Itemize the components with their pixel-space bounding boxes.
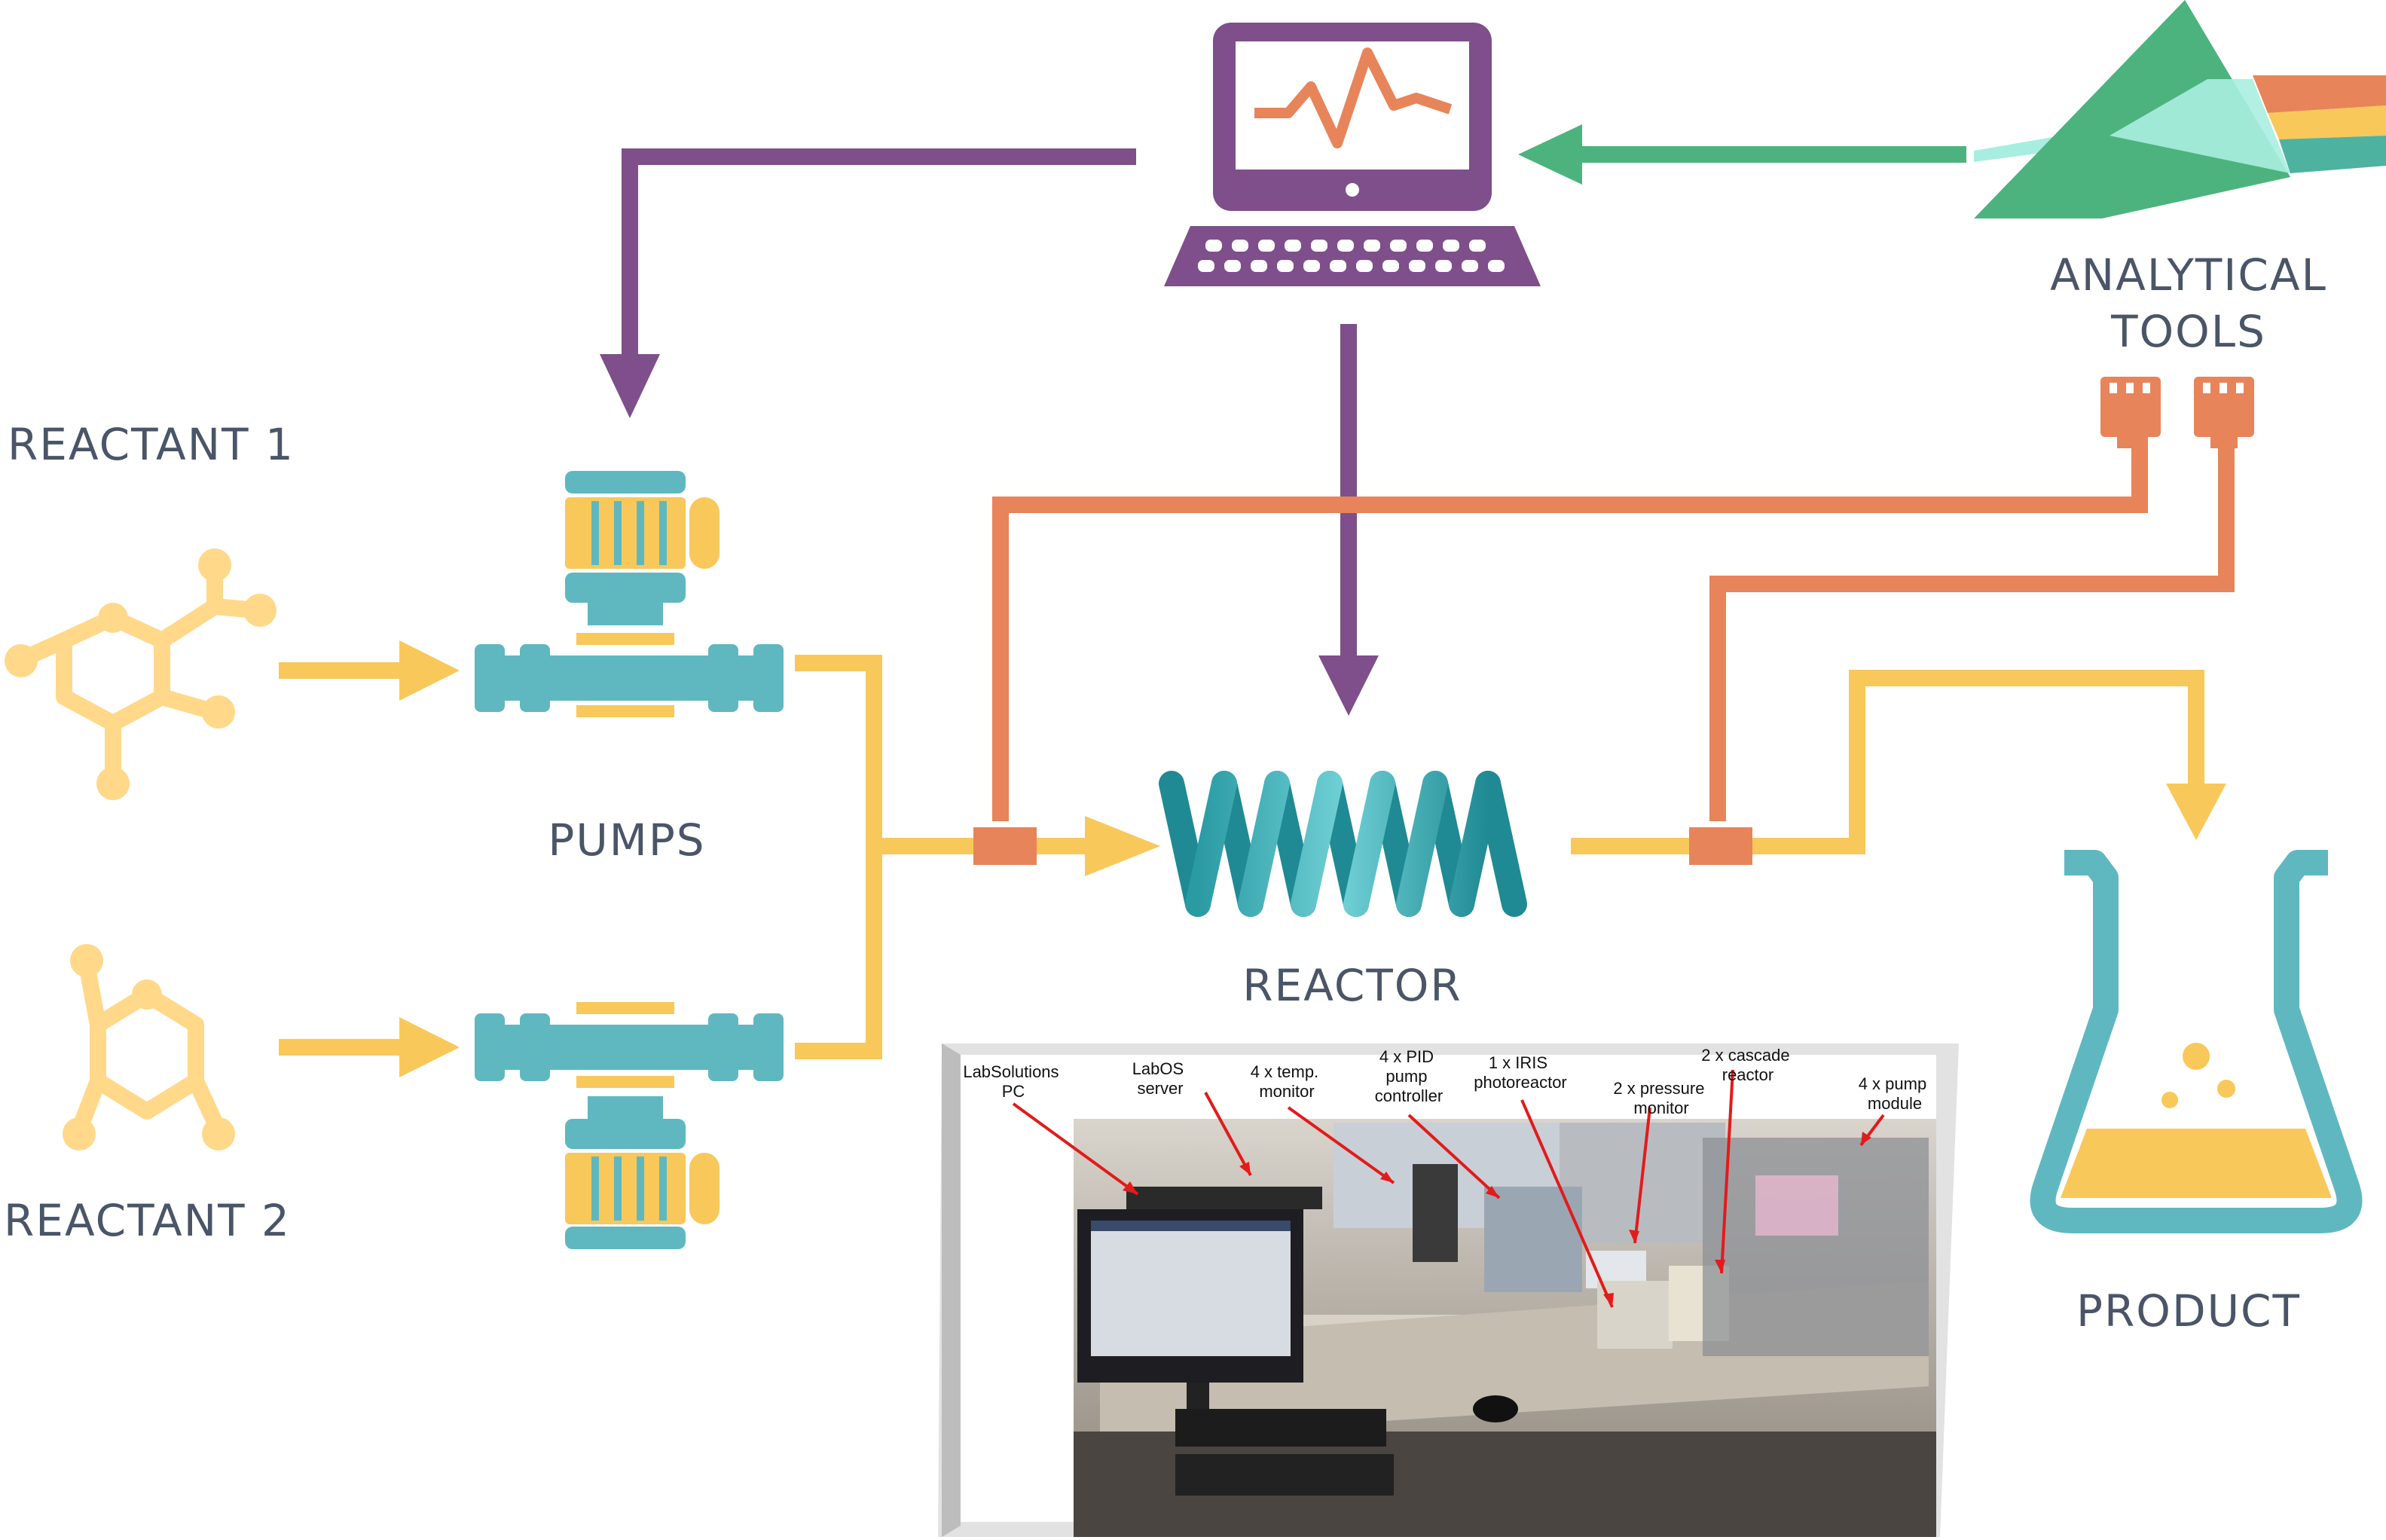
molecule-atoms-reactant2: [63, 944, 235, 1150]
pumps-label: PUMPS: [548, 814, 705, 866]
erlenmeyer-flask-icon: [2030, 850, 2363, 1233]
lab-setup-photo: [1074, 1119, 1936, 1537]
reactor-label: REACTOR: [1242, 960, 1462, 1011]
annotation-labos-server: LabOS server: [1132, 1059, 1189, 1098]
orange-sampling-lines: [992, 433, 2235, 821]
pump-icon-top: [475, 471, 784, 717]
reactant1-label: REACTANT 1: [8, 419, 295, 470]
yellow-arrowheads: [399, 640, 2226, 1077]
annotation-pump-module: 4 x pump module: [1859, 1074, 1932, 1113]
product-label: PRODUCT: [2076, 1285, 2301, 1337]
purple-control-lines: [622, 148, 1357, 663]
annotation-pid-pump-controller: 4 x PID pump controller: [1375, 1047, 1443, 1105]
photo-pointer-lines: [1012, 1069, 1885, 1308]
analytical-tools-label-line1: ANALYTICAL: [2050, 249, 2327, 301]
ethernet-connector-icon-right: [2194, 377, 2254, 448]
annotation-pressure-monitor: 2 x pressure monitor: [1613, 1079, 1709, 1117]
molecule-icon-reactant1: [19, 569, 257, 784]
photo-pointer-heads: [1123, 1132, 1871, 1307]
analytical-tools-label-line2: TOOLS: [2110, 306, 2266, 357]
sampling-valve-right: [1689, 827, 1752, 865]
coil-reactor-icon: [1159, 771, 1527, 917]
annotation-labsolutions-pc: LabSolutions PC: [963, 1062, 1063, 1101]
annotation-temp-monitor: 4 x temp. monitor: [1251, 1062, 1324, 1101]
prism-icon: [1974, 0, 2386, 218]
molecule-atoms-reactant1: [5, 548, 276, 800]
ethernet-connector-icon-left: [2100, 377, 2161, 448]
reactant2-label: REACTANT 2: [4, 1195, 291, 1246]
pump-icon-bottom: [475, 1002, 784, 1249]
lab-setup-photo-panel: LabSolutions PC LabOS server 4 x temp. m…: [938, 1043, 1959, 1537]
yellow-flow-lines: [279, 655, 2204, 1059]
annotation-cascade-reactor: 2 x cascade reactor: [1701, 1046, 1795, 1084]
green-signal-line: [1518, 124, 1966, 185]
annotation-iris-photoreactor: 1 x IRIS photoreactor: [1474, 1053, 1567, 1092]
purple-arrowheads: [600, 354, 1379, 716]
computer-monitor-icon: [1164, 23, 1541, 286]
sampling-valve-left: [973, 827, 1037, 865]
